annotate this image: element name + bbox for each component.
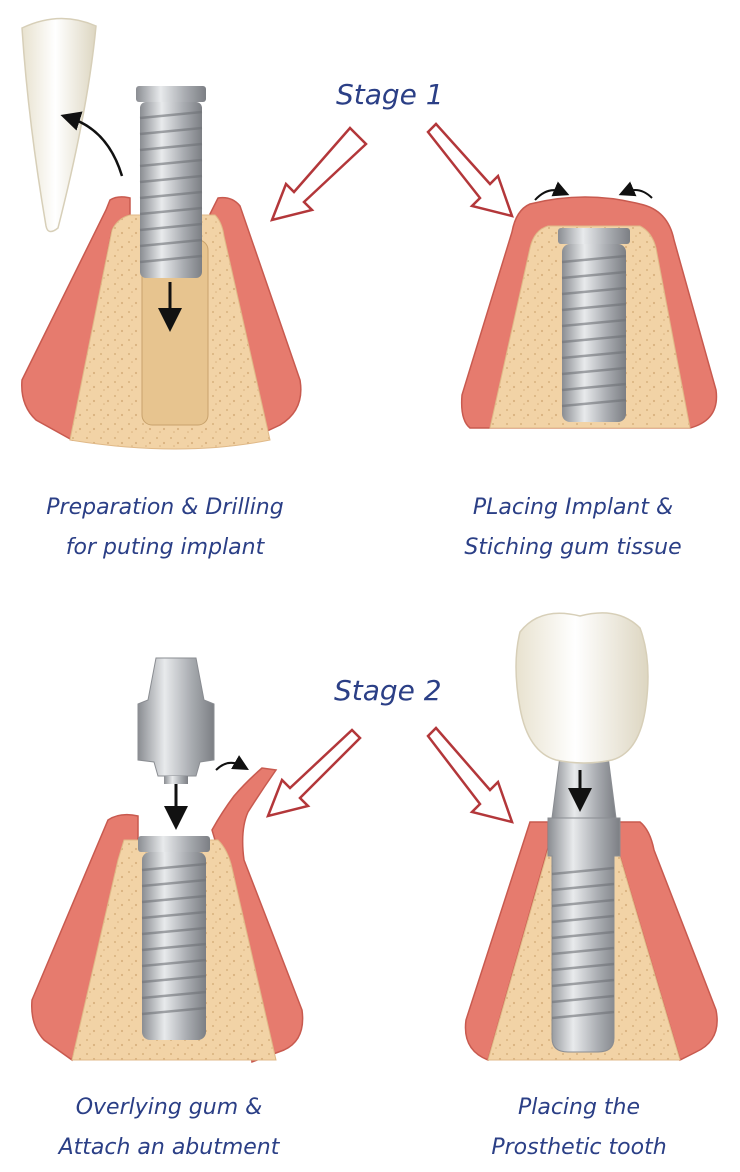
caption-line: for puting implant	[65, 535, 265, 560]
panel-abutment	[31, 657, 304, 1064]
caption-drilling: Preparation & Drilling for puting implan…	[0, 488, 330, 568]
stitch-arrow-left	[534, 181, 570, 201]
caption-prosthetic-tooth: Placing the Prosthetic tooth	[414, 1088, 740, 1168]
caption-line: Placing the	[517, 1095, 641, 1120]
abutment	[551, 755, 617, 819]
extraction-arrow	[60, 111, 124, 177]
implant	[558, 228, 630, 422]
implant	[136, 86, 206, 278]
stage-2-label: Stage 2	[334, 674, 442, 707]
caption-line: Overlying gum &	[75, 1095, 263, 1120]
extracted-tooth	[21, 17, 97, 233]
caption-placing-implant: PLacing Implant & Stiching gum tissue	[408, 488, 738, 568]
caption-line: Prosthetic tooth	[491, 1135, 667, 1160]
stage-1-label: Stage 1	[336, 78, 444, 111]
caption-line: Attach an abutment	[58, 1135, 280, 1160]
stage-arrows	[265, 122, 514, 824]
panel-placing-implant	[460, 181, 718, 429]
implant	[138, 836, 210, 1040]
stage2-arrow-right	[426, 726, 514, 824]
caption-line: Stiching gum tissue	[464, 535, 682, 560]
panel-prosthetic-tooth	[464, 612, 718, 1062]
stage2-arrow-left	[265, 728, 362, 818]
stitch-arrow-right	[618, 181, 653, 199]
gum-flap-arrow	[215, 755, 249, 771]
caption-line: Preparation & Drilling	[46, 495, 284, 520]
crown	[515, 612, 649, 764]
stage1-arrow-left	[269, 126, 368, 222]
implant	[547, 817, 621, 1053]
panel-drilling	[21, 17, 302, 450]
caption-abutment: Overlying gum & Attach an abutment	[4, 1088, 334, 1168]
abutment	[137, 657, 215, 784]
stage1-arrow-right	[426, 122, 514, 218]
caption-line: PLacing Implant &	[472, 495, 674, 520]
